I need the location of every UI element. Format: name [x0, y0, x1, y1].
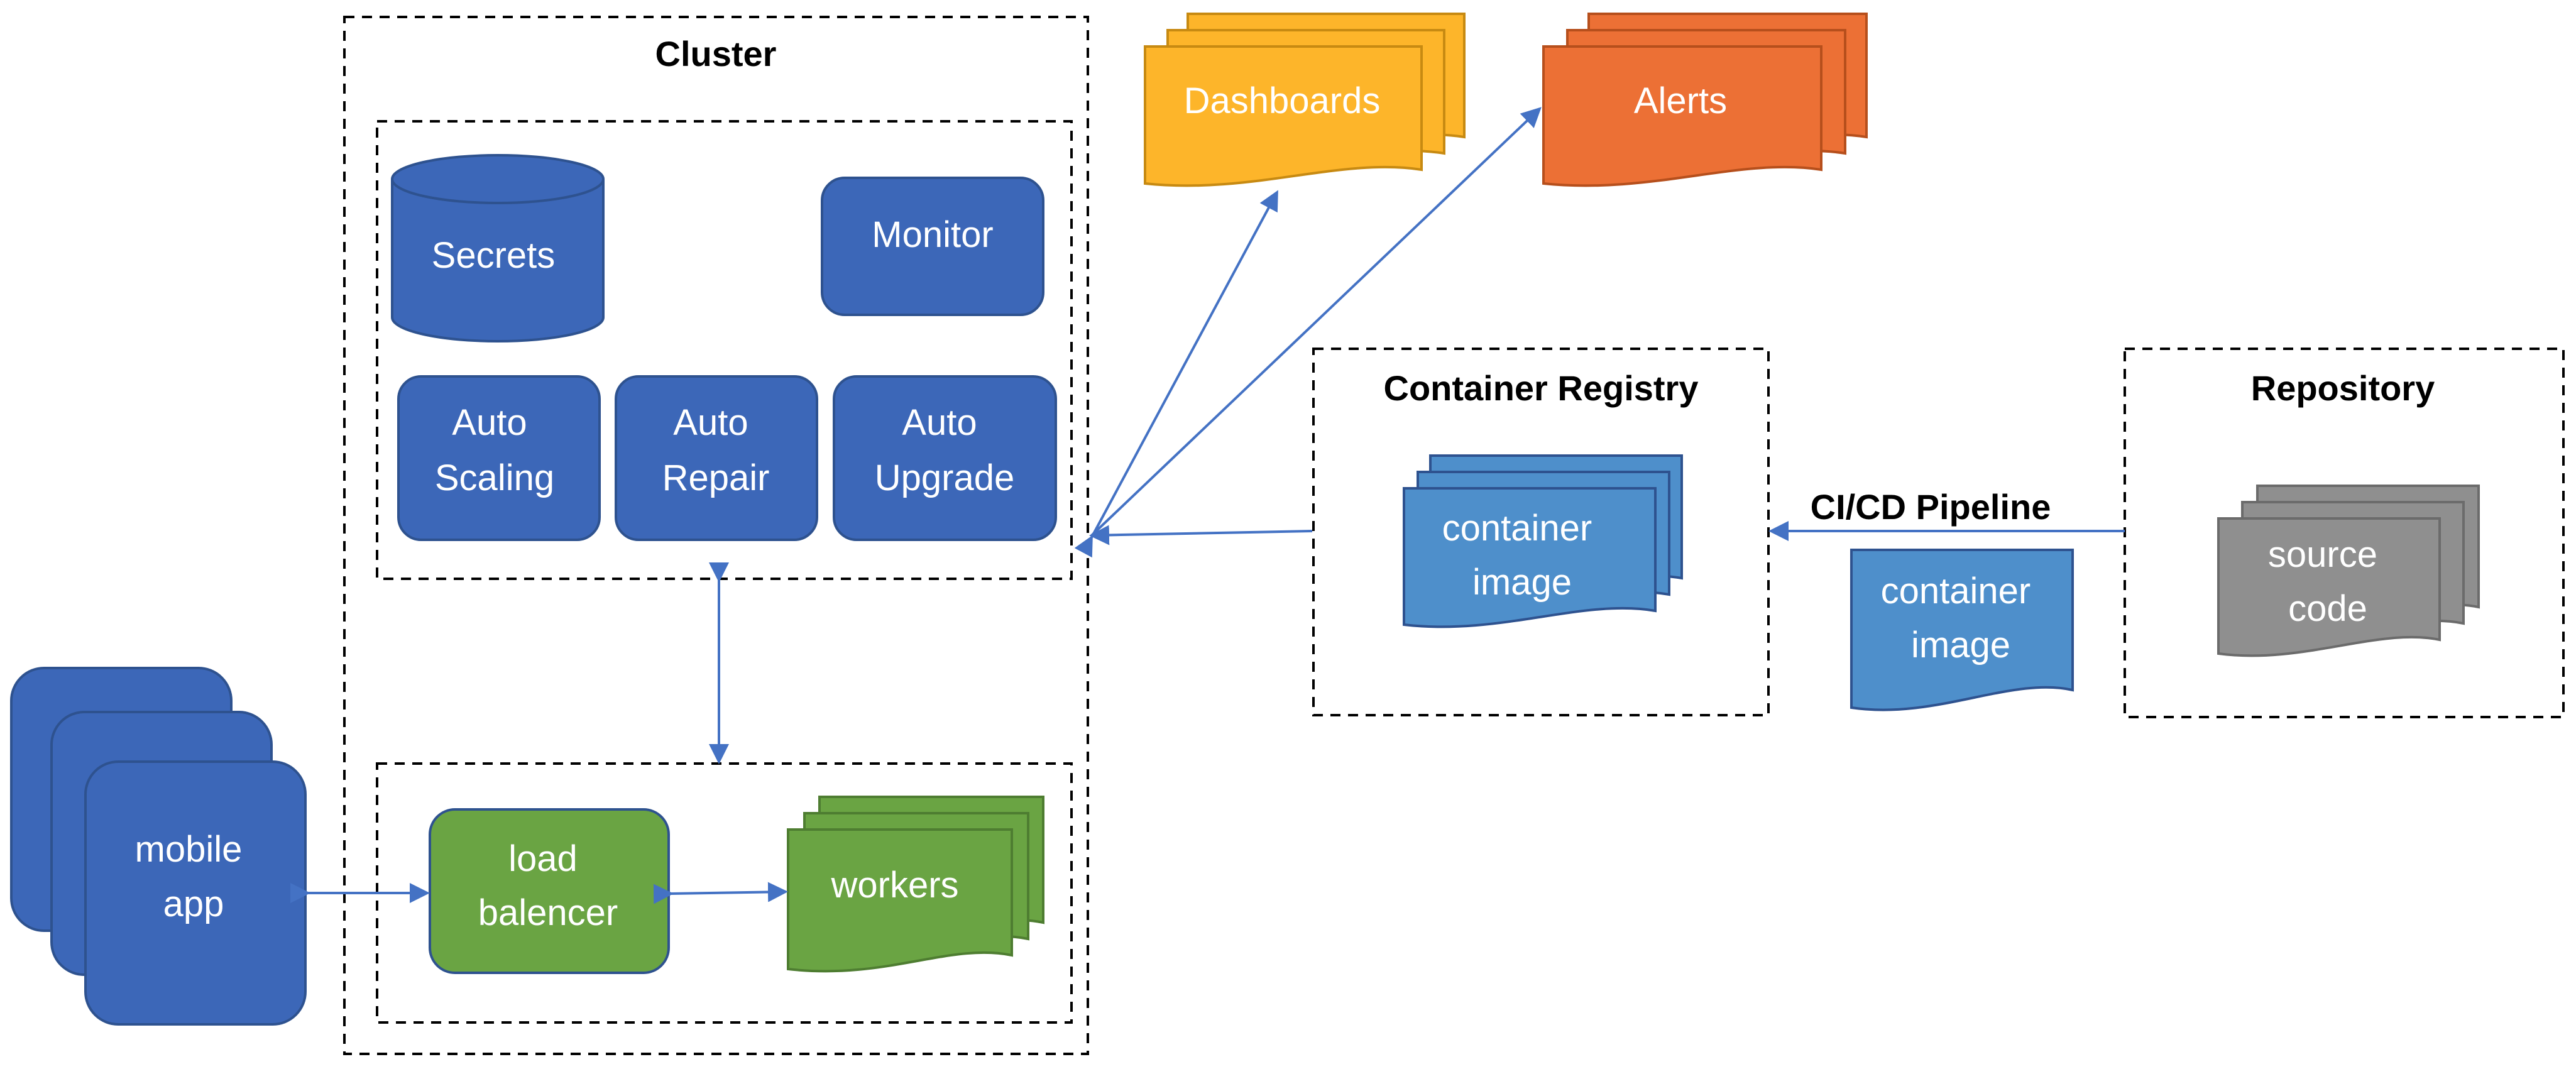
- secrets-database-icon: Secrets: [391, 154, 605, 342]
- auto-upgrade-node: Auto Upgrade: [833, 375, 1057, 541]
- alerts-stack-icon: Alerts: [1542, 13, 1868, 187]
- secrets-label: Secrets: [432, 235, 556, 276]
- auto-scaling-node: Auto Scaling: [397, 375, 601, 541]
- repository-boundary: [2124, 348, 2565, 718]
- load-balancer-label: load balencer: [478, 838, 618, 933]
- arrow-registry-to-cluster: [1089, 525, 1313, 545]
- connectors: [290, 107, 2125, 904]
- repository-title: Repository: [2251, 368, 2435, 408]
- pipeline-container-image-icon: container image: [1850, 549, 2074, 711]
- pipeline-group: CI/CD Pipeline container image: [1811, 487, 2074, 711]
- auto-repair-label: Auto Repair: [662, 402, 770, 498]
- registry-container-image-stack-icon: container image: [1403, 454, 1683, 628]
- monitor-label: Monitor: [872, 214, 993, 255]
- source-code-label: source code: [2268, 534, 2387, 629]
- cluster-title: Cluster: [655, 34, 777, 74]
- pipeline-container-image-label: container image: [1881, 571, 2041, 666]
- load-balancer-node: load balencer: [429, 808, 670, 974]
- workers-label: workers: [830, 865, 958, 906]
- monitor-node: Monitor: [821, 177, 1044, 316]
- arrow-loadbalancer-workers: [653, 882, 788, 904]
- cluster-boundary: [343, 16, 1089, 1055]
- auto-scaling-label: Auto Scaling: [435, 402, 554, 498]
- source-code-stack-icon: source code: [2217, 485, 2480, 657]
- arrow-cluster-alerts: [1090, 107, 1542, 537]
- container-registry-group: Container Registry container image: [1312, 348, 1770, 716]
- registry-container-image-label: container image: [1442, 508, 1603, 603]
- auto-upgrade-label: Auto Upgrade: [875, 402, 1014, 498]
- arrow-cluster-dashboards: [1074, 190, 1278, 558]
- dashboards-stack-icon: Dashboards: [1144, 13, 1466, 187]
- container-registry-title: Container Registry: [1384, 368, 1699, 408]
- alerts-label: Alerts: [1634, 80, 1727, 121]
- workers-stack-icon: workers: [787, 796, 1044, 973]
- mobile-app-label: mobile app: [135, 829, 253, 924]
- cluster-group: Cluster Secrets Monitor Auto Scaling A: [343, 16, 1089, 1055]
- pipeline-label: CI/CD Pipeline: [1811, 487, 2051, 527]
- repository-group: Repository source code: [2124, 348, 2565, 718]
- mobile-app-stack-icon: mobile app: [10, 667, 307, 1026]
- dashboards-label: Dashboards: [1184, 80, 1381, 121]
- auto-repair-node: Auto Repair: [615, 375, 818, 541]
